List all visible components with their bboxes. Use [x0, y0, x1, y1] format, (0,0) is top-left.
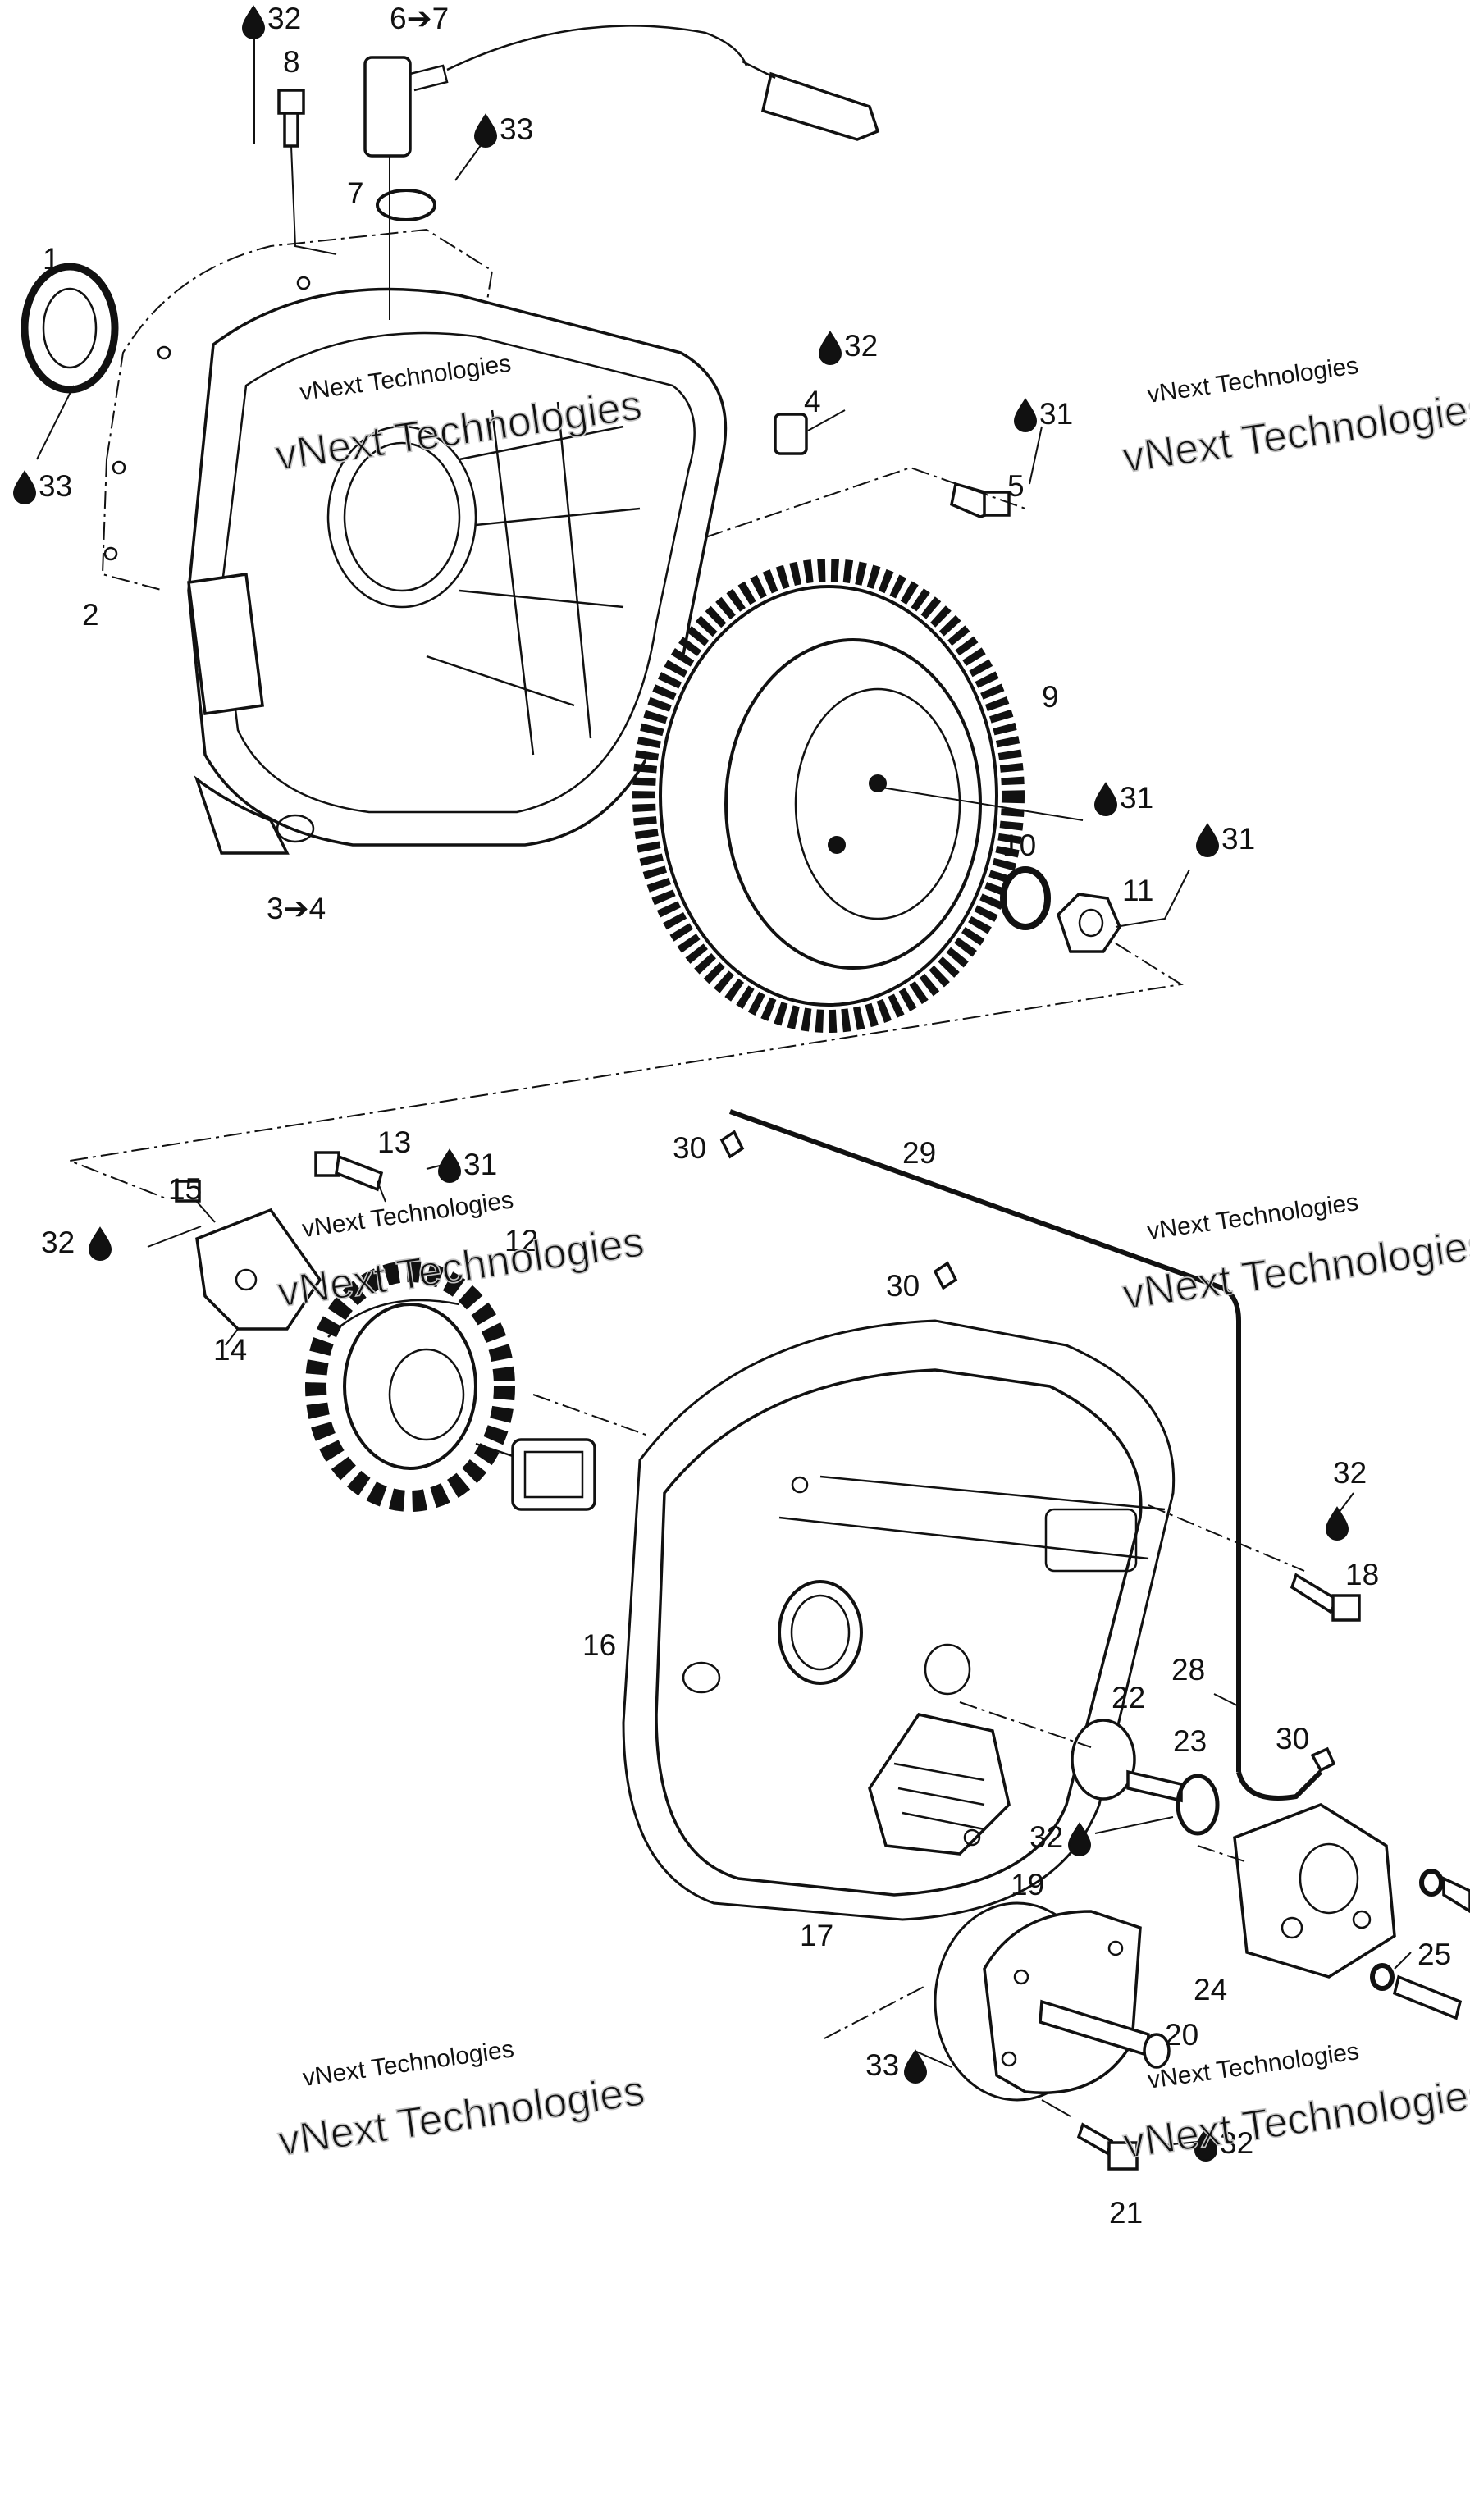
part-2-flywheel-housing — [101, 228, 728, 855]
oil-drop-icon — [1093, 782, 1118, 816]
part-13-bolt — [314, 1151, 384, 1192]
svg-text:vNext Technologies: vNext Technologies — [301, 2035, 516, 2092]
callout-30a: 30 — [673, 1131, 706, 1165]
callout-29: 29 — [902, 1136, 936, 1170]
part-22-impeller — [959, 1701, 1183, 1803]
svg-text:vNext Technologies: vNext Technologies — [300, 1186, 515, 1243]
callout-12: 12 — [504, 1224, 538, 1258]
lube-31: 31 — [463, 1148, 497, 1181]
callout-11: 11 — [1122, 874, 1153, 907]
oil-drop-icon — [818, 331, 842, 365]
lube-31: 31 — [1039, 397, 1073, 431]
oil-drop-icon — [88, 1226, 112, 1261]
lube-32: 32 — [1333, 1456, 1367, 1490]
svg-text:vNext Technologies: vNext Technologies — [1145, 352, 1360, 409]
lube-31: 31 — [1120, 781, 1153, 815]
callout-2: 2 — [82, 598, 99, 632]
callout-labels: 1 2 3➔4 4 5 6➔7 7 8 9 10 11 12 13 14 15 … — [43, 2, 1451, 2230]
part-15-screw — [175, 1180, 216, 1223]
part-10-washer — [1000, 866, 1051, 930]
callout-1: 1 — [43, 242, 60, 276]
lube-32: 32 — [267, 2, 301, 35]
callout-8: 8 — [283, 45, 300, 79]
oil-drop-icon — [12, 470, 37, 504]
callout-24: 24 — [1194, 1973, 1227, 2006]
watermark: vNext Technologies vNext Technologies — [1119, 352, 1470, 482]
lube-32: 32 — [844, 329, 878, 363]
part-30-clamps — [719, 1130, 1336, 1801]
part-1-oil-seal — [21, 262, 119, 460]
callout-7: 7 — [347, 176, 364, 210]
lube-33: 33 — [865, 2048, 899, 2082]
oil-drop-icon — [903, 2049, 928, 2084]
part-19-pump-cover — [824, 1901, 1142, 2102]
part-5-bolt — [705, 466, 1026, 538]
callout-3: 3➔4 — [267, 892, 326, 925]
callout-30c: 30 — [1276, 1722, 1309, 1755]
callout-22: 22 — [1112, 1681, 1145, 1714]
part-24-pump-body — [1197, 1803, 1396, 1979]
part-4-dowel — [774, 409, 846, 455]
part-9-flywheel — [632, 559, 1084, 1033]
callout-23: 23 — [1173, 1724, 1207, 1758]
callout-4: 4 — [804, 385, 821, 418]
oil-drop-icon — [1067, 1822, 1092, 1856]
part-14-retainer-plate — [195, 1208, 322, 1346]
callout-28: 28 — [1171, 1653, 1205, 1687]
callout-14: 14 — [213, 1333, 247, 1367]
part-6-sensor — [363, 25, 880, 320]
part-23-o-ring — [1176, 1774, 1220, 1836]
callout-6: 6➔7 — [390, 2, 449, 35]
part-12-stator — [305, 1261, 575, 1512]
part-7-o-ring — [376, 189, 436, 221]
callout-30b: 30 — [886, 1269, 920, 1303]
part-connector — [511, 1394, 649, 1511]
part-8-bolt — [277, 89, 337, 255]
lube-31: 31 — [1221, 822, 1255, 856]
lube-32: 32 — [41, 1226, 75, 1259]
watermark: vNext Technologies vNext Technologies — [275, 2035, 648, 2166]
part-11-nut — [66, 869, 1190, 1198]
part-20-shaft — [1039, 1999, 1171, 2069]
callout-19: 19 — [1011, 1868, 1044, 1901]
callout-17: 17 — [800, 1919, 833, 1952]
callout-16: 16 — [582, 1628, 616, 1662]
oil-drop-icon — [473, 113, 498, 148]
oil-drop-icon — [1325, 1506, 1349, 1541]
callout-15: 15 — [168, 1172, 202, 1206]
part-29-tube — [728, 1109, 1241, 1772]
lube-33: 33 — [500, 112, 533, 146]
lube-33: 33 — [39, 469, 72, 503]
oil-drop-icon — [1013, 398, 1038, 432]
lube-32: 32 — [1029, 1820, 1063, 1854]
part-21-bolt — [1041, 2099, 1139, 2171]
part-16-gasket — [622, 1319, 1176, 1921]
callout-20: 20 — [1165, 2018, 1198, 2052]
callout-5: 5 — [1007, 469, 1025, 503]
oil-drop-icon — [1194, 2127, 1218, 2162]
callout-10: 10 — [1002, 829, 1036, 862]
svg-text:vNext Technologies: vNext Technologies — [1145, 1189, 1360, 1245]
oil-drop-icon — [437, 1148, 462, 1183]
callout-18: 18 — [1345, 1558, 1379, 1591]
oil-drop-icon — [1195, 823, 1220, 857]
lubricant-labels: 32 33 33 32 31 31 31 31 32 32 32 33 32 — [39, 2, 1367, 2160]
drop-icons — [12, 5, 1349, 2162]
part-17-cover — [655, 1368, 1166, 1897]
oil-drop-icon — [241, 5, 266, 39]
callout-21: 21 — [1109, 2196, 1143, 2230]
watermark: vNext Technologies vNext Technologies — [1119, 1189, 1470, 1319]
callout-25: 25 — [1418, 1938, 1451, 1971]
part-25-screws — [1370, 1869, 1470, 2020]
callout-13: 13 — [377, 1125, 411, 1159]
part-18-bolt — [1148, 1504, 1361, 1622]
lube-32: 32 — [1220, 2126, 1253, 2160]
callout-9: 9 — [1042, 680, 1059, 714]
